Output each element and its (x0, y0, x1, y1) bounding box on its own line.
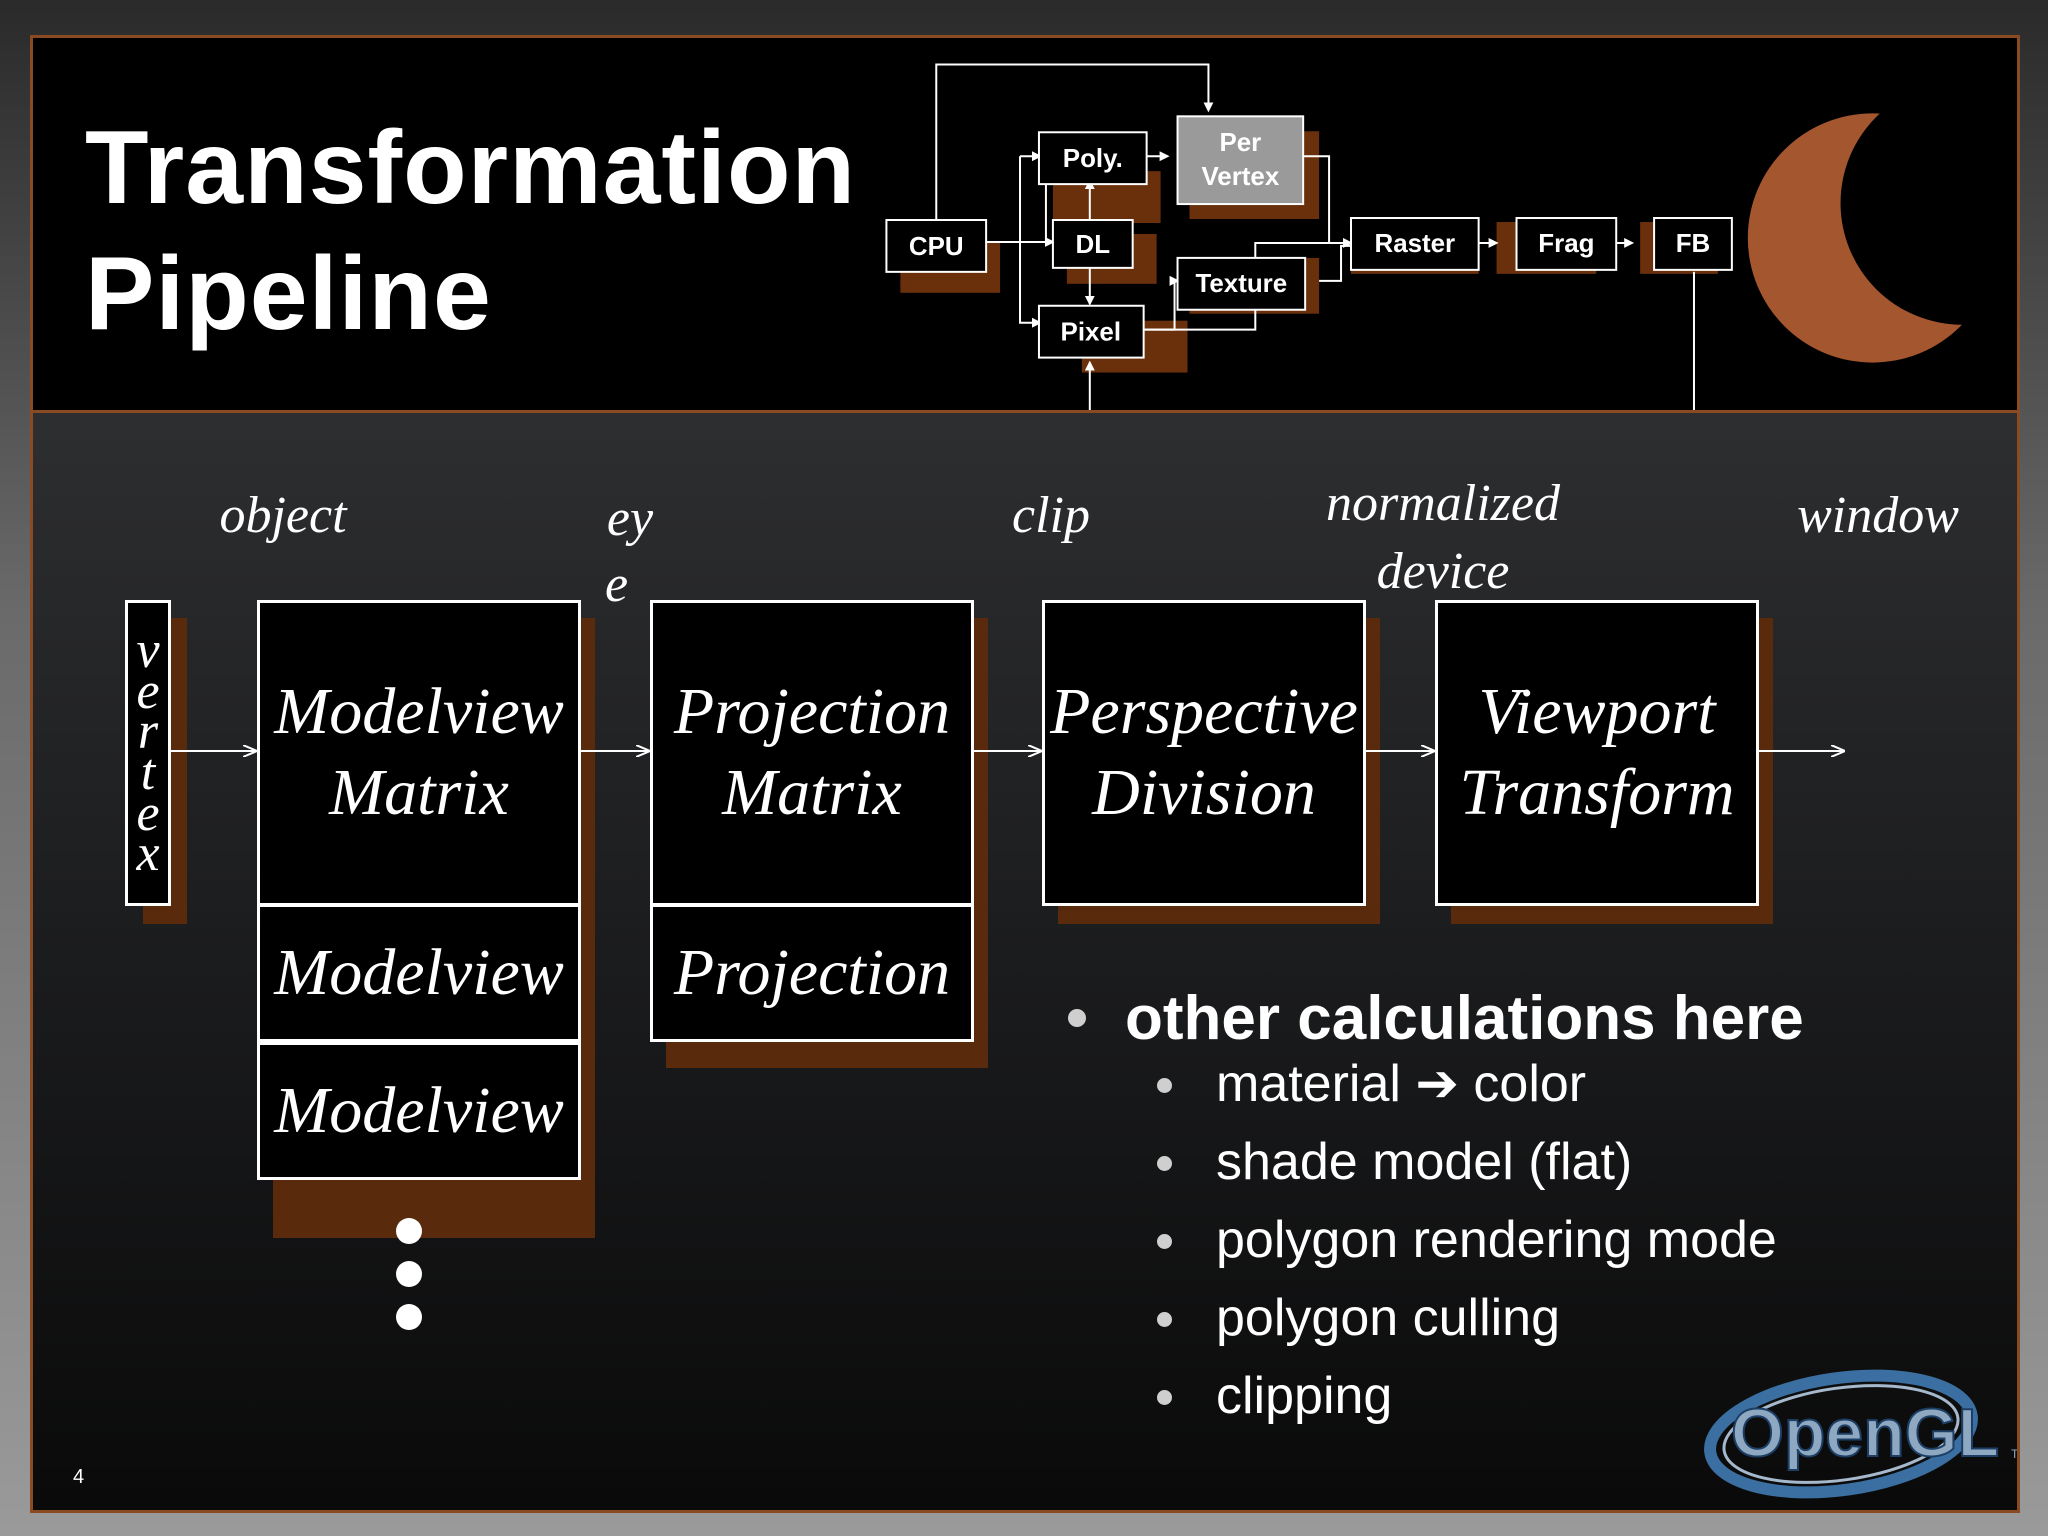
projection-stack-box: Projection (650, 904, 974, 1042)
title-line-2: Pipeline (85, 236, 492, 352)
sub-bullet-text: shade model (flat) (1216, 1133, 1633, 1191)
bullet-icon (1157, 1234, 1172, 1249)
viewport-transform-line-2: Transform (1459, 756, 1735, 829)
modelview-stack-label-1: Modelview (274, 935, 564, 1009)
space-label-normalized-device: normalized device (1283, 470, 1603, 606)
vertex-box: v e r t e x (125, 600, 171, 906)
bullet-icon (1157, 1156, 1172, 1171)
mini-poly-box (1037, 131, 1148, 186)
mini-fb-box (1653, 217, 1733, 271)
moon-graphic (1747, 113, 1998, 363)
main-bullet-text: other calculations here (1125, 984, 1804, 1053)
mini-texture-label: Texture (1196, 270, 1288, 298)
modelview-stack-box-1: Modelview (257, 904, 581, 1042)
mini-dl-box (1051, 219, 1134, 269)
title-line-1: Transformation (85, 110, 856, 226)
perspective-division-line-1: Perspective (1050, 675, 1358, 749)
sub-bullet-text: polygon rendering mode (1216, 1211, 1777, 1269)
vertex-letter: x (136, 825, 160, 883)
sub-bullet: polygon culling (1157, 1288, 1561, 1348)
mini-frag-label: Frag (1538, 230, 1594, 258)
mini-pixel-label: Pixel (1061, 319, 1122, 347)
modelview-matrix-line-1: Modelview (274, 675, 564, 749)
space-label-eye-part-2: e (605, 556, 629, 613)
space-label-device: device (1376, 543, 1510, 600)
opengl-logo: OpenGL TM (1704, 1369, 2020, 1499)
sub-bullet: shade model (flat) (1157, 1132, 1633, 1192)
pipeline-arrows (171, 38, 2020, 1513)
modelview-stack-label-2: Modelview (274, 1073, 564, 1147)
page-number: 4 (73, 1466, 85, 1488)
sub-bullet: clipping (1157, 1366, 1393, 1426)
mini-dl-label: DL (1076, 231, 1111, 259)
bullet-icon (1157, 1078, 1172, 1093)
bullet-icon (1157, 1312, 1172, 1327)
mini-frag-box (1515, 217, 1618, 271)
mini-pixel-box (1037, 304, 1145, 359)
perspective-division-line-2: Division (1092, 756, 1316, 829)
mini-vertex-label: Vertex (1201, 163, 1279, 191)
mini-pipeline-diagram: CPU Poly. DL Pixel Per Vertex Texture Ra… (885, 63, 1733, 410)
space-label-object: object (219, 487, 347, 544)
mini-raster-label: Raster (1374, 230, 1455, 258)
mini-texture-box (1176, 256, 1307, 311)
vertex-letter: v (136, 622, 160, 680)
perspective-division-box: Perspective Division (1042, 600, 1366, 906)
ellipsis-dot (396, 1218, 422, 1244)
mini-fb-label: FB (1676, 230, 1711, 258)
bullet-icon (1068, 1009, 1086, 1027)
slide: Transformation Pipeline (30, 35, 2020, 1513)
mini-cpu-box (885, 219, 988, 273)
mini-per-vertex-box (1176, 115, 1305, 206)
modelview-matrix-line-2: Matrix (329, 756, 509, 829)
space-label-window: window (1797, 487, 1959, 544)
space-label-clip: clip (1012, 487, 1090, 544)
sub-bullet-text: material ➔ color (1216, 1055, 1587, 1113)
space-label-eye-part-1: ey (606, 490, 654, 547)
sub-bullet: polygon rendering mode (1157, 1210, 1777, 1270)
mini-poly-label: Poly. (1063, 145, 1123, 173)
slide-header: Transformation Pipeline (33, 38, 2017, 413)
vertex-letter: t (140, 744, 156, 801)
vertex-letter: e (136, 662, 160, 720)
sub-bullet-text: polygon culling (1216, 1289, 1561, 1347)
projection-matrix-line-2: Matrix (722, 756, 902, 829)
sub-bullet-text: clipping (1216, 1367, 1393, 1425)
opengl-logo-text: OpenGL (1731, 1395, 1999, 1471)
viewport-transform-line-1: Viewport (1478, 675, 1716, 749)
bullet-icon (1157, 1390, 1172, 1405)
mini-per-label: Per (1219, 129, 1261, 157)
main-bullet: other calculations here (1068, 983, 1804, 1054)
modelview-stack-box-2: Modelview (257, 1042, 581, 1180)
space-label-normalized: normalized (1326, 475, 1560, 532)
projection-matrix-box: Projection Matrix (650, 600, 974, 906)
mini-raster-box (1350, 217, 1480, 271)
vertex-letter: r (137, 703, 159, 761)
opengl-logo-tm: TM (2011, 1447, 2020, 1461)
modelview-matrix-box: Modelview Matrix (257, 600, 581, 906)
ellipsis-dot (396, 1304, 422, 1330)
mini-cpu-label: CPU (909, 233, 964, 261)
vertex-letter: e (136, 784, 160, 842)
space-label-eye: ey e (595, 486, 665, 618)
ellipsis-dot (396, 1261, 422, 1287)
projection-matrix-line-1: Projection (673, 675, 951, 749)
sub-bullet: material ➔ color (1157, 1054, 1587, 1114)
viewport-transform-box: Viewport Transform (1435, 600, 1759, 906)
projection-stack-label: Projection (673, 935, 951, 1009)
crescent-moon-icon (1747, 113, 1998, 363)
